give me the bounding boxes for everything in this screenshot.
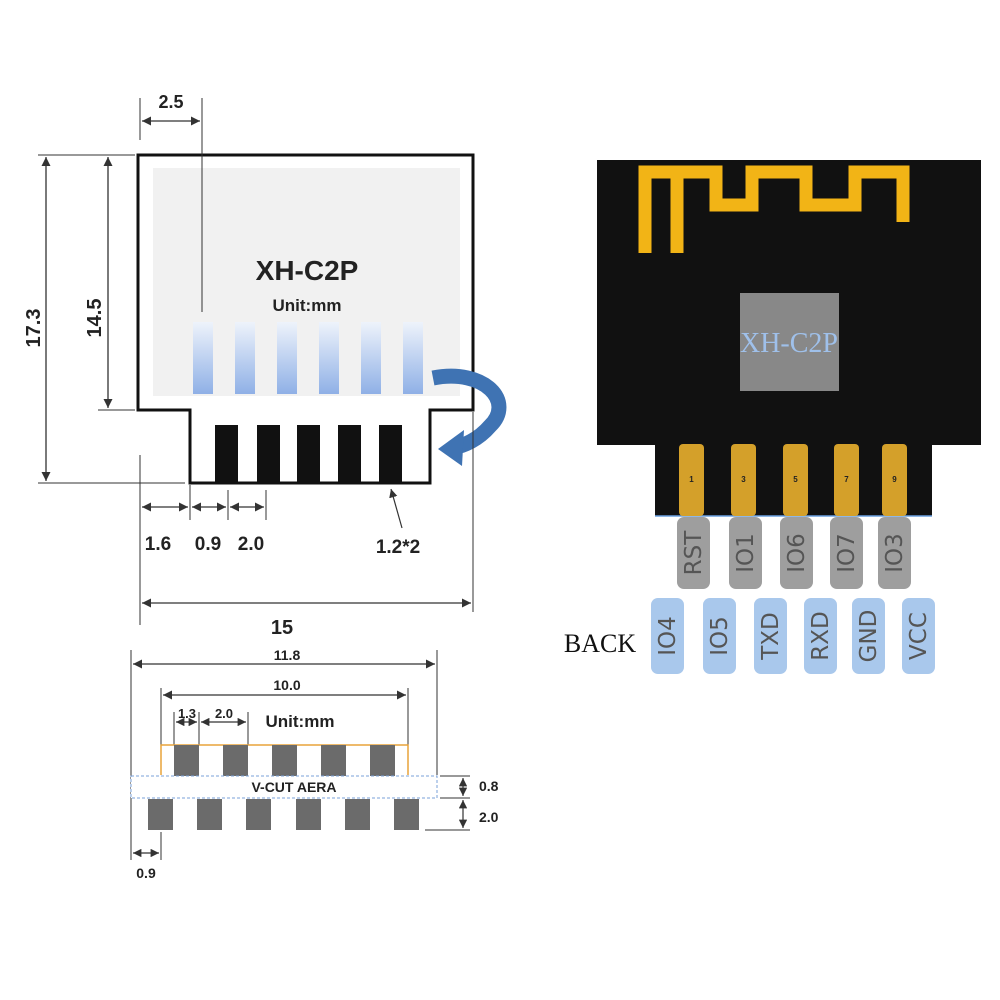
panel-pad bbox=[370, 745, 395, 776]
svg-text:5: 5 bbox=[793, 475, 798, 484]
panel-pad bbox=[223, 745, 248, 776]
pin-label-io3: IO3 bbox=[882, 533, 908, 573]
antenna-pad bbox=[319, 322, 339, 394]
upper-pad-group bbox=[174, 745, 395, 776]
dim-body-height: 14.5 bbox=[84, 299, 106, 338]
front-label-group: RST IO1 IO6 IO7 IO3 bbox=[677, 517, 911, 589]
chip bbox=[740, 293, 839, 391]
svg-text:3: 3 bbox=[741, 475, 746, 484]
gold-pin-5: 5 bbox=[783, 444, 808, 516]
dim-panel-pad-offset: 1.3 bbox=[178, 706, 196, 721]
back-title: BACK bbox=[564, 629, 636, 658]
dim-left-margin: 1.6 bbox=[145, 534, 171, 555]
edge-pad bbox=[338, 425, 361, 483]
pin-label-io6: IO6 bbox=[784, 533, 810, 573]
dim-pad-note: 1.2*2 bbox=[376, 537, 420, 558]
pin-label-io1: IO1 bbox=[733, 533, 759, 573]
antenna-pad bbox=[193, 322, 213, 394]
pin-label-io4: IO4 bbox=[655, 616, 681, 656]
panel-pad bbox=[246, 799, 271, 830]
flip-arrow bbox=[431, 368, 507, 455]
vcut-label: V-CUT AERA bbox=[251, 779, 336, 795]
panel-pad bbox=[296, 799, 321, 830]
dim-pad-offset: 2.5 bbox=[158, 92, 183, 112]
flip-arrow-head bbox=[438, 430, 464, 466]
dim-panel-pad-pitch: 2.0 bbox=[215, 706, 233, 721]
pin-label-gnd: GND bbox=[856, 610, 882, 663]
pad-note-leader bbox=[389, 488, 403, 529]
edge-pad-group bbox=[215, 425, 402, 483]
svg-text:7: 7 bbox=[844, 475, 849, 484]
pin-label-vcc: VCC bbox=[906, 612, 932, 660]
antenna-pad-group bbox=[193, 322, 423, 394]
edge-pad bbox=[257, 425, 280, 483]
pinout-view: XH-C2P 1 3 5 7 9 bbox=[564, 160, 981, 674]
dim-overall-width: 15 bbox=[271, 617, 293, 639]
dim-pad-width: 0.9 bbox=[195, 534, 221, 555]
panel-pad bbox=[148, 799, 173, 830]
panel-pad bbox=[345, 799, 370, 830]
dim-overall-height: 17.3 bbox=[23, 309, 45, 348]
panel-pad bbox=[394, 799, 419, 830]
edge-pad bbox=[297, 425, 320, 483]
dim-left-offset: 0.9 bbox=[136, 865, 156, 881]
top-view: XH-C2P Unit:mm 2.5 17.3 14.5 1.6 0.9 2.0 bbox=[23, 92, 507, 639]
pin-label-txd: TXD bbox=[758, 612, 784, 661]
antenna-pad bbox=[403, 322, 423, 394]
antenna-pad bbox=[235, 322, 255, 394]
dim-vcut-gap: 0.8 bbox=[479, 778, 499, 794]
chip-label: XH-C2P bbox=[740, 328, 838, 359]
antenna-trace bbox=[638, 165, 910, 253]
back-label-group: IO4 IO5 TXD RXD GND VCC bbox=[651, 598, 935, 674]
svg-text:1: 1 bbox=[689, 475, 694, 484]
panel-pad bbox=[321, 745, 346, 776]
gold-pin-7: 7 bbox=[834, 444, 859, 516]
gold-pin-3: 3 bbox=[731, 444, 756, 516]
panel-unit: Unit:mm bbox=[266, 712, 335, 731]
lower-pad-group bbox=[148, 799, 419, 830]
svg-text:9: 9 bbox=[892, 475, 897, 484]
gold-pin-9: 9 bbox=[882, 444, 907, 516]
panel-pad bbox=[272, 745, 297, 776]
panel-pad bbox=[197, 799, 222, 830]
dim-outer-width: 11.8 bbox=[274, 647, 301, 663]
module-title: XH-C2P bbox=[256, 255, 359, 286]
module-unit: Unit:mm bbox=[273, 296, 342, 315]
panel-view: 11.8 10.0 1.3 2.0 Unit:mm V-CUT AERA bbox=[130, 647, 499, 881]
dim-pad-pitch: 2.0 bbox=[238, 534, 264, 555]
antenna-pad bbox=[277, 322, 297, 394]
pin-label-io5: IO5 bbox=[707, 616, 733, 656]
vcut-area bbox=[130, 775, 438, 799]
edge-pad bbox=[379, 425, 402, 483]
gold-pin-group: 1 3 5 7 9 bbox=[679, 444, 907, 516]
gold-pin-1: 1 bbox=[679, 444, 704, 516]
panel-pad bbox=[174, 745, 199, 776]
edge-pad bbox=[215, 425, 238, 483]
pin-label-io7: IO7 bbox=[834, 533, 860, 573]
dim-lower-height: 2.0 bbox=[479, 809, 499, 825]
dim-inner-width: 10.0 bbox=[273, 677, 300, 693]
antenna-pad bbox=[361, 322, 381, 394]
pin-label-rxd: RXD bbox=[808, 611, 834, 660]
pin-label-rst: RST bbox=[681, 530, 707, 576]
